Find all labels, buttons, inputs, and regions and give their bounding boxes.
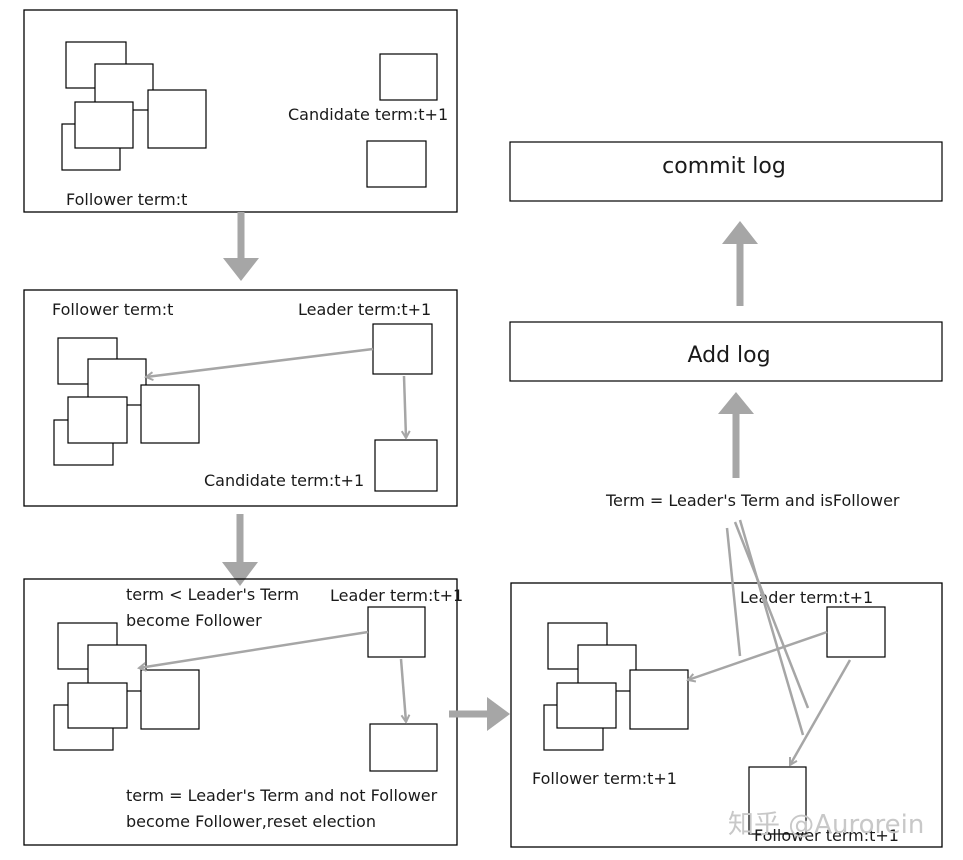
follower-node [147,89,207,149]
add-log-box [509,321,943,382]
panel-all-followers: Leader term:t+1 Follower term:t+1 Follow… [510,582,943,848]
commit-log-label: commit log [662,154,786,179]
follower-node [140,669,200,730]
rule-text: become Follower,reset election [126,812,376,831]
heartbeat-arrow [688,630,828,680]
follower-node [748,766,807,835]
flow-arrow-up-1 [718,392,754,478]
candidate-label: Candidate term:t+1 [288,105,448,124]
condition-lines [725,519,810,736]
follower-node [140,384,200,444]
watermark: 知乎 @Aurorein [728,810,924,840]
candidate-node [374,439,438,492]
candidate-node [379,53,438,101]
follower-label: Follower term:t+1 [754,826,899,845]
rule-text: become Follower [126,611,262,630]
leader-label: Leader term:t+1 [330,586,463,605]
heartbeat-arrow [146,347,374,377]
leader-node [826,606,886,658]
flow-arrow-down-1 [223,212,259,281]
leader-node [367,606,426,658]
panel-leader-elected: Follower term:t Leader term:t+1 Candidat… [23,289,458,507]
flow-arrow-right [449,697,510,731]
follower-label: Follower term:t [66,190,187,209]
follower-node [67,396,128,444]
follower-node [67,682,128,729]
panel-2-frame [23,289,458,507]
heartbeat-arrow [404,375,406,438]
rule-text: term = Leader's Term and not Follower [126,786,438,805]
candidate-node [366,140,427,188]
panel-candidate-steps-down: term < Leader's Term become Follower Lea… [23,578,463,846]
leader-node [372,323,433,375]
panel-initial-state: Follower term:t Candidate term:t+1 [23,9,458,213]
heartbeat-arrow [399,658,406,722]
heartbeat-arrow [788,659,852,765]
follower-label: Follower term:t [52,300,173,319]
candidate-node [369,723,438,772]
leader-label: Leader term:t+1 [740,588,873,607]
flow-arrow-up-2 [722,221,758,306]
follower-label: Follower term:t+1 [532,769,677,788]
follower-node [556,682,617,729]
add-log-label: Add log [687,343,770,368]
commit-log-box [509,141,943,202]
flow-arrow-down-2 [222,514,258,586]
panel-4-frame [510,582,943,848]
follower-node [74,101,134,149]
candidate-label: Candidate term:t+1 [204,471,364,490]
rule-text: term < Leader's Term [126,585,299,604]
follower-node [629,669,689,730]
heartbeat-arrow [139,630,369,668]
leader-label: Leader term:t+1 [298,300,431,319]
condition-label: Term = Leader's Term and isFollower [605,491,900,510]
